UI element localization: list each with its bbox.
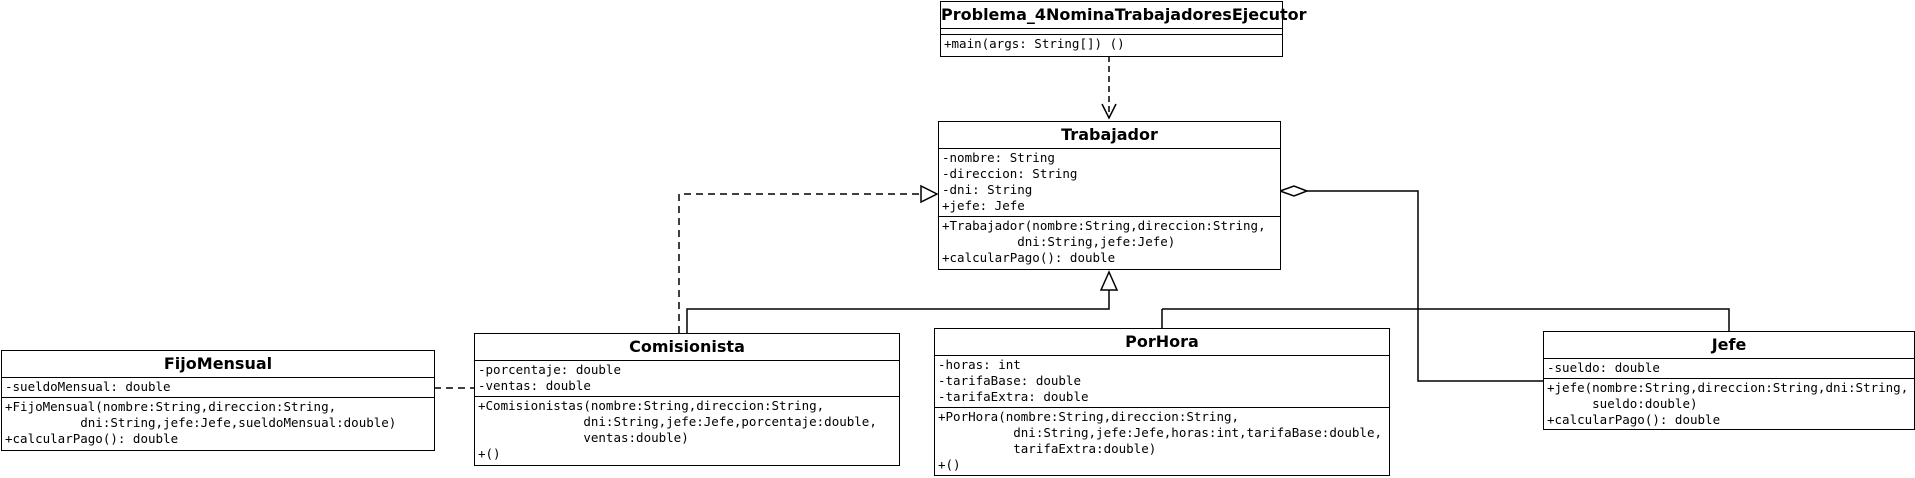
class-name: Trabajador: [939, 122, 1280, 149]
aggregation-diamond: [1277, 185, 1310, 197]
attributes-section: -sueldoMensual: double: [2, 378, 434, 398]
operations-section: +Trabajador(nombre:String,direccion:Stri…: [939, 217, 1280, 268]
operation: dni:String,jefe:Jefe,porcentaje:double,: [478, 414, 877, 429]
attribute: -direccion: String: [942, 166, 1078, 181]
class-porhora: PorHora -horas: int -tarifaBase: double …: [934, 328, 1390, 476]
attribute: -sueldo: double: [1547, 360, 1660, 375]
operation: sueldo:double): [1547, 396, 1698, 411]
operations-section: +jefe(nombre:String,direccion:String,dni…: [1544, 379, 1914, 430]
attributes-section: [941, 29, 1282, 35]
attribute: -tarifaExtra: double: [938, 389, 1089, 404]
operation: +Trabajador(nombre:String,direccion:Stri…: [942, 218, 1266, 233]
class-ejecutor: Problema_4NominaTrabajadoresEjecutor +ma…: [940, 1, 1306, 57]
attributes-section: -porcentaje: double -ventas: double: [475, 361, 899, 397]
class-name: Comisionista: [475, 334, 899, 361]
operation: +PorHora(nombre:String,direccion:String,: [938, 409, 1240, 424]
attributes-section: -sueldo: double: [1544, 359, 1914, 379]
operation: +calcularPago(): double: [942, 250, 1116, 265]
class-trabajador: Trabajador -nombre: String -direccion: S…: [938, 121, 1281, 270]
generalization-line-comisionista: [686, 290, 1110, 333]
class-comisionista: Comisionista -porcentaje: double -ventas…: [474, 333, 900, 466]
operation: +Comisionistas(nombre:String,direccion:S…: [478, 398, 825, 413]
operation: +(): [938, 457, 961, 472]
class-name: PorHora: [935, 329, 1389, 356]
operation: tarifaExtra:double): [938, 441, 1157, 456]
realization-triangle: [920, 184, 939, 204]
operation: ventas:double): [478, 430, 689, 445]
class-fijomensual: FijoMensual -sueldoMensual: double +Fijo…: [1, 350, 435, 451]
operation: +(): [478, 446, 501, 461]
dependency-arrowhead: [1101, 103, 1117, 120]
attribute: -ventas: double: [478, 378, 591, 393]
operation: +calcularPago(): double: [5, 431, 179, 446]
operation: dni:String,jefe:Jefe,sueldoMensual:doubl…: [5, 415, 397, 430]
class-name: FijoMensual: [2, 351, 434, 378]
attribute: -nombre: String: [942, 150, 1055, 165]
attributes-section: -horas: int -tarifaBase: double -tarifaE…: [935, 356, 1389, 408]
attribute: -porcentaje: double: [478, 362, 621, 377]
attribute: -horas: int: [938, 357, 1021, 372]
operations-section: +Comisionistas(nombre:String,direccion:S…: [475, 397, 899, 464]
operations-section: +FijoMensual(nombre:String,direccion:Str…: [2, 398, 434, 449]
generalization-line-jefe: [1162, 308, 1730, 331]
attribute: -dni: String: [942, 182, 1033, 197]
operation: dni:String,jefe:Jefe): [942, 234, 1176, 249]
operation: +FijoMensual(nombre:String,direccion:Str…: [5, 399, 337, 414]
operation: +jefe(nombre:String,direccion:String,dni…: [1547, 380, 1909, 395]
operations-section: +PorHora(nombre:String,direccion:String,…: [935, 408, 1389, 475]
class-jefe: Jefe -sueldo: double +jefe(nombre:String…: [1543, 331, 1915, 430]
attribute: +jefe: Jefe: [942, 198, 1025, 213]
aggregation-line: [1307, 190, 1543, 382]
attribute: -tarifaBase: double: [938, 373, 1081, 388]
operation: dni:String,jefe:Jefe,horas:int,tarifaBas…: [938, 425, 1383, 440]
operation: +calcularPago(): double: [1547, 412, 1721, 427]
operations-section: +main(args: String[]) (): [941, 35, 1282, 54]
generalization-triangle: [1099, 270, 1119, 291]
attributes-section: -nombre: String -direccion: String -dni:…: [939, 149, 1280, 217]
class-name: Problema_4NominaTrabajadoresEjecutor: [941, 2, 1306, 29]
operation: +main(args: String[]) (): [944, 36, 1125, 51]
attribute: -sueldoMensual: double: [5, 379, 171, 394]
class-name: Jefe: [1544, 332, 1914, 359]
